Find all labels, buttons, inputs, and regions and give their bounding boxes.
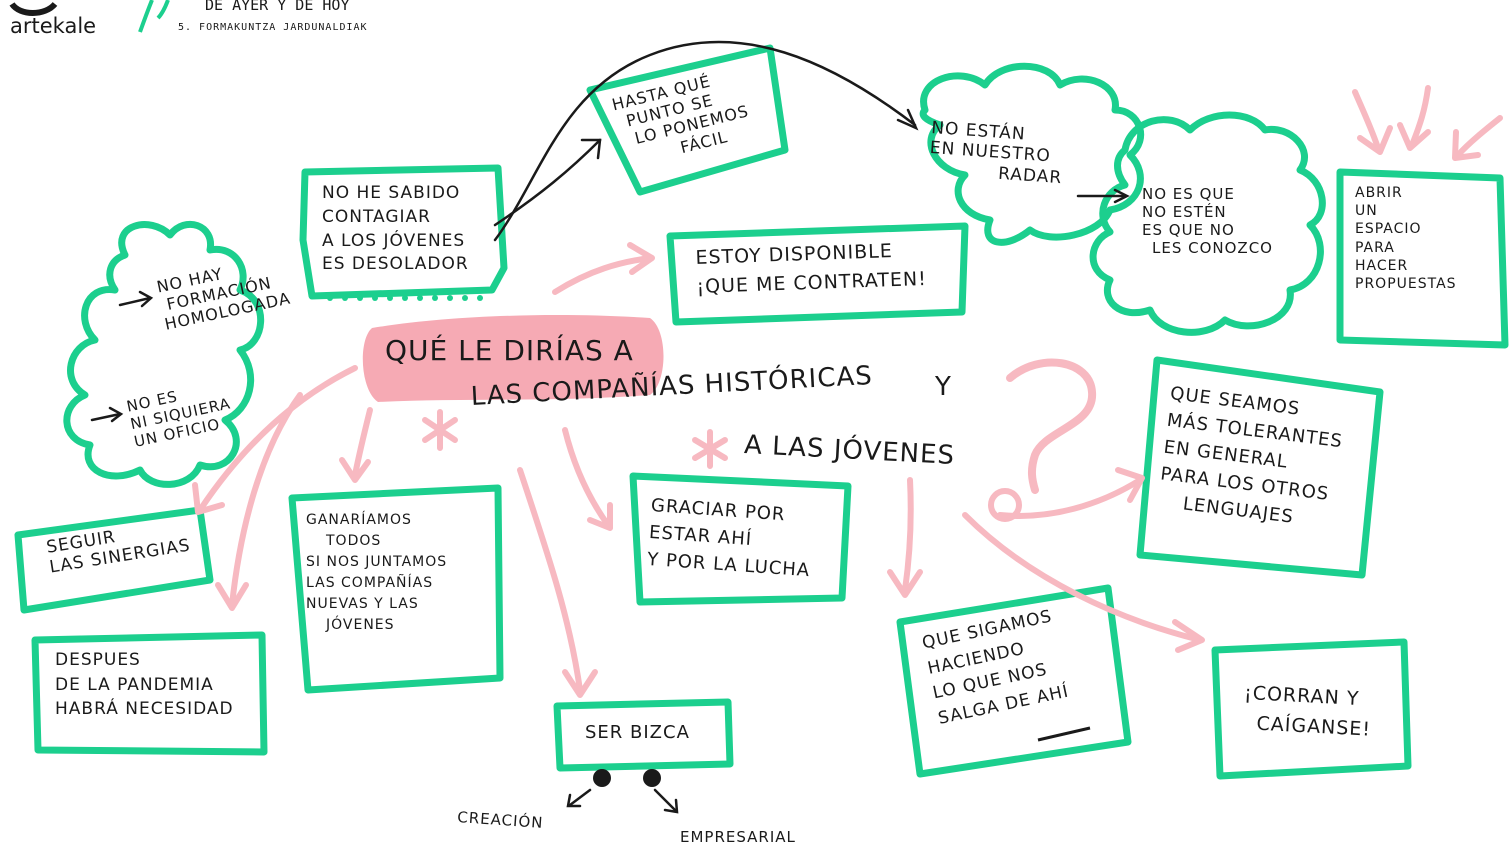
frame-que-sigamos [896, 584, 1132, 778]
cloud-no-es-que [1089, 111, 1326, 336]
event-title: DE AYER Y DE HOY [205, 0, 350, 14]
cloud-no-estan [919, 62, 1145, 246]
arrow-to-despues [229, 392, 303, 608]
frame-seguir [14, 506, 214, 614]
arrow-to-gracias [562, 427, 611, 528]
frame-que-seamos [1136, 356, 1384, 579]
eyes [593, 769, 661, 787]
central-question-line1: QUÉ LE DIRÍAS A [385, 334, 634, 367]
event-subtitle: 5. FORMAKUNTZA JARDUNALDIAK [178, 22, 368, 33]
arrow-to-que-sigamos [902, 477, 914, 593]
arrow-to-no-hay [118, 296, 152, 307]
arrow-to-no-es [90, 412, 122, 422]
cloud-no-hay-formacion [63, 220, 265, 488]
question-highlight [362, 315, 664, 402]
arrow-to-empresarial [653, 788, 677, 812]
frame-despues [31, 631, 268, 756]
frame-corran [1211, 638, 1412, 780]
arrow-to-creacion [568, 788, 592, 807]
note-estoy-disponible: ESTOY DISPONIBLE¡QUE ME CONTRATEN! [695, 240, 928, 298]
big-question-mark [1006, 358, 1097, 494]
arrow-to-disponible [552, 255, 653, 295]
arrow-contagiar-to-radar [493, 40, 917, 242]
dotted-underline [327, 295, 483, 301]
central-question-connector: Y [935, 372, 952, 402]
arrow-top-3 [1455, 115, 1503, 158]
frame-hasta-que [586, 44, 789, 196]
arrow-top-1 [1352, 89, 1381, 151]
frame-abrir [1336, 168, 1509, 349]
artekale-logo-mark [9, 1, 58, 16]
arrow-contagiar-to-hasta [493, 138, 602, 227]
frame-gracias [629, 472, 852, 606]
arrow-top-2 [1409, 85, 1431, 148]
asterisk-1 [422, 409, 458, 451]
event-logo-mark [138, 0, 170, 33]
frame-ganariamos [288, 484, 504, 694]
asterisk-2 [692, 429, 728, 469]
arrow-to-ser-bizca [517, 467, 583, 693]
arrow-to-ganariamos [352, 407, 373, 478]
underline-ahi [1037, 726, 1091, 742]
arrow-to-corran [962, 512, 1203, 643]
arrow-to-seguir [197, 365, 358, 513]
label-empresarial: EMPRESARIAL [680, 828, 796, 846]
frame-estoy-disponible [666, 222, 969, 326]
note-ser-bizca: SER BIZCA [585, 722, 690, 743]
frame-ser-bizca [553, 698, 734, 772]
frame-no-he-sabido [299, 164, 508, 300]
artekale-logo: artekale [10, 14, 97, 38]
